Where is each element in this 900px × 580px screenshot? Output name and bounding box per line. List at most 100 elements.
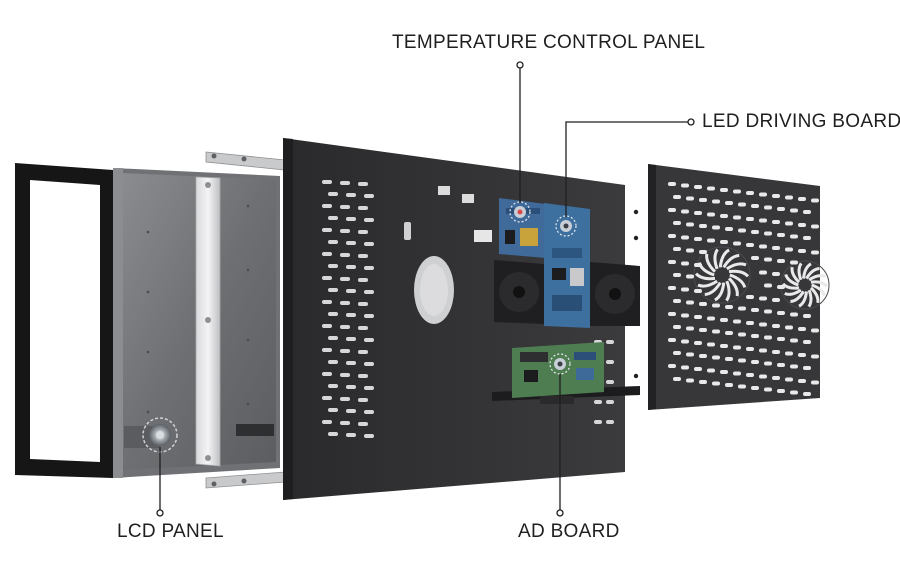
screws [633,209,639,379]
vent-hole-icon [803,340,811,344]
vent-hole-icon [358,254,368,258]
vent-hole-icon [777,285,785,289]
vent-hole-icon [346,361,356,365]
vent-hole-icon [673,221,681,225]
vent-hole-icon [785,351,793,356]
fan-blade-slot [697,279,718,288]
vent-hole-icon [712,355,720,360]
vent-hole-icon [364,314,374,318]
vent-hole-icon [681,183,689,188]
vent-hole-icon [346,385,356,389]
vent-hole-icon [720,188,728,192]
fan-blade-slot [790,290,805,303]
vent-hole-icon [686,274,694,279]
vent-hole-icon [686,248,694,253]
vent-hole-icon [694,341,702,345]
vent-hole-icon [594,420,602,424]
fan-blade-slot [729,273,747,288]
vent-hole-icon [681,235,689,240]
vent-hole-icon [712,381,720,386]
vent-hole-icon [358,230,368,234]
fan-blade-slot [797,262,803,281]
vent-hole-icon [725,305,733,309]
vent-hole-icon [759,348,767,353]
vent-hole-icon [606,420,614,424]
fan-blade-slot [811,283,826,297]
vent-hole-icon [322,276,332,280]
vent-hole-icon [777,389,785,393]
fan-blade-slot [725,280,731,302]
fan-blade-slot [718,248,730,268]
vent-hole-icon [764,309,772,314]
vent-hole-icon [358,206,368,210]
vent-hole-icon [798,353,806,357]
vent-hole-icon [785,247,793,252]
vent-hole-icon [364,290,374,294]
vent-hole-icon [772,272,780,276]
vent-hole-icon [712,199,720,204]
vent-hole-icon [673,351,681,355]
vent-hole-icon [322,396,332,400]
vent-hole-icon [681,287,689,292]
vent-hole-icon [364,386,374,390]
vent-hole-icon [358,302,368,306]
led-driving-board [544,203,590,328]
vent-hole-icon [803,314,811,318]
vent-hole-icon [759,296,767,301]
vent-hole-icon [790,338,798,343]
fan-blade-slot [713,248,719,270]
vent-hole-icon [777,363,785,367]
vent-hole-icon [358,278,368,282]
vent-hole-icon [733,345,741,350]
vent-hole-icon [358,350,368,354]
vent-hole-icon [738,384,746,389]
vent-hole-icon [772,220,780,224]
vent-hole-icon [328,216,338,220]
vent-hole-icon [346,289,356,293]
vent-hole-icon [668,234,676,238]
vent-hole-icon [720,370,728,374]
vent-hole-icon [725,331,733,335]
vent-hole-icon [673,195,681,199]
vent-hole-icon [328,432,338,436]
vent-hole-icon [322,300,332,304]
vent-hole-icon [707,368,715,373]
vent-hole-icon [328,360,338,364]
vent-hole-icon [673,325,681,329]
vent-hole-icon [751,386,759,390]
vent-hole-icon [764,335,772,340]
vent-hole-icon [712,329,720,334]
fan-blade-slot [726,262,747,271]
fan-blade-slot [784,273,799,287]
vent-hole-icon [328,312,338,316]
vent-hole-icon [746,373,754,377]
vent-hole-icon [733,319,741,324]
vent-hole-icon [790,364,798,369]
vent-hole-icon [364,338,374,342]
vent-hole-icon [606,360,614,364]
vent-hole-icon [811,250,819,255]
vent-hole-icon [733,189,741,194]
vent-hole-icon [694,185,702,189]
vent-hole-icon [328,264,338,268]
vent-hole-icon [772,298,780,302]
vent-hole-icon [764,205,772,210]
vent-hole-icon [725,357,733,361]
vent-hole-icon [358,374,368,378]
fan-blade-slot [802,262,812,279]
vent-hole-icon [699,328,707,332]
fan-blade-slot [810,280,829,288]
vent-hole-icon [746,295,754,299]
vent-hole-icon [340,181,350,185]
bottom-bracket [205,471,286,489]
vent-hole-icon [346,313,356,317]
vent-hole-icon [681,209,689,214]
vent-hole-icon [777,311,785,315]
vent-hole-icon [733,215,741,220]
vent-hole-icon [694,289,702,293]
vent-hole-icon [772,194,780,198]
vent-hole-icon [694,237,702,241]
vent-hole-icon [699,380,707,384]
